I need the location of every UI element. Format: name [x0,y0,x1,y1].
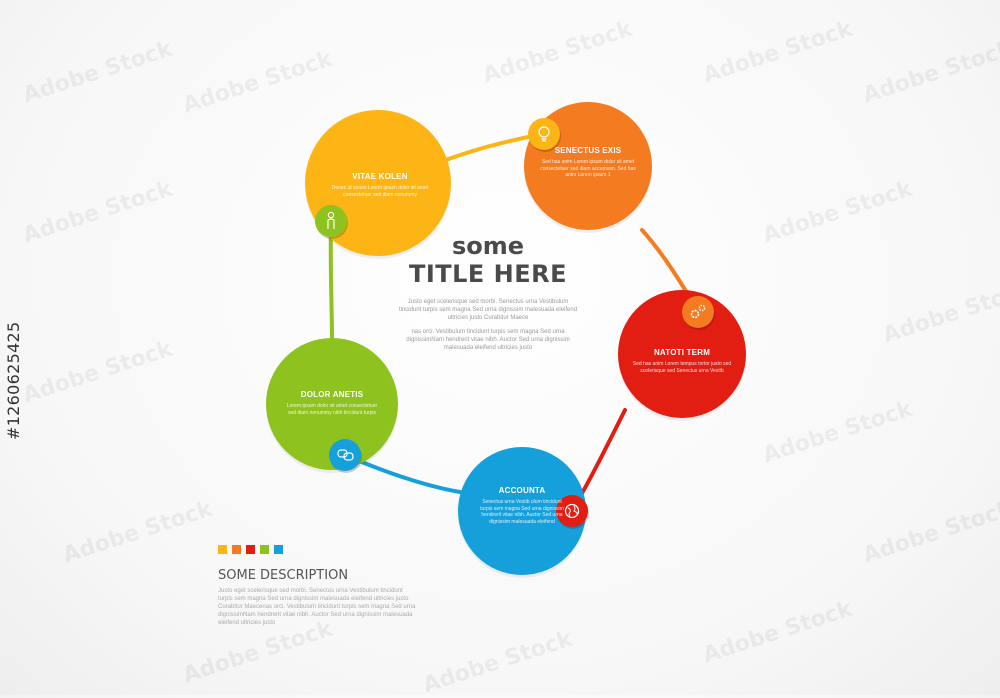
legend-swatch [218,545,227,554]
icon-glyph [564,503,580,519]
gears-icon [682,296,715,330]
node-circle [458,447,586,575]
legend-swatch [274,545,283,554]
center-paragraph-1: Justo eget scelerisque sed morbi. Senect… [398,299,578,321]
node-body: Sed has anim Lorem tempus tortor justo s… [632,361,732,374]
node-text-dolor: DOLOR ANETIS Lorem ipsum dolor sit amet c… [286,390,378,416]
node-circle [266,338,398,470]
stock-id-text: #1260625425 [4,321,23,440]
title-line-2: TITLE HERE [408,260,568,288]
person-icon [315,205,348,239]
icon-badge [315,205,347,237]
chat-icon [329,439,362,473]
icon-glyph [538,126,550,142]
node-natoti [618,290,746,421]
description-body: Justo eget scelerisque sed morbi. Senect… [218,588,416,626]
node-accounta [458,447,586,578]
node-body: Donec ut ipsum Lorem ipsum dolor sit ame… [331,185,429,198]
icon-glyph [327,211,335,229]
title-line-1: some [451,232,525,260]
node-circle [618,290,746,418]
legend-swatch [260,545,269,554]
node-text-vitae: VITAE KOLEN Donec ut ipsum Lorem ipsum do… [330,172,430,198]
node-title: SENECTUS EXIS [554,146,622,155]
icon-badge [528,118,560,150]
node-title: DOLOR ANETIS [300,390,364,399]
icon-glyph [690,304,706,319]
node-text-senectus: SENECTUS EXIS Sed has anim Lorem ipsum do… [540,146,636,179]
legend-swatch [246,545,255,554]
lightbulb-icon [528,118,561,152]
icon-badge [556,495,588,527]
node-title: VITAE KOLEN [352,172,408,181]
node-text-natoti: NATOTI TERM Sed has anim Lorem tempus tor… [632,348,732,374]
node-text-accounta: ACCOUNTA Senectus urna Vestib ulum tincid… [476,486,568,525]
center-paragraph-2: nas orci. Vestibulum tincidunt turpis se… [406,329,570,351]
node-title: ACCOUNTA [498,486,546,495]
node-title: NATOTI TERM [653,348,711,357]
legend-swatch [232,545,241,554]
node-dolor [266,338,398,473]
node-body: Senectus urna Vestib ulum tincidunt turp… [480,499,564,525]
description-title: SOME DESCRIPTION [218,568,349,583]
center-block: some TITLE HERE Justo eget scelerisque s… [398,232,578,352]
node-body: Lorem ipsum dolor sit amet consectetuer … [286,403,378,416]
globe-icon [556,495,589,529]
icon-glyph [337,449,354,461]
description-block: SOME DESCRIPTION Justo eget scelerisque … [218,568,418,627]
node-body: Sed has anim Lorem ipsum dolor sit amet … [540,159,636,178]
icon-badge [329,439,361,471]
